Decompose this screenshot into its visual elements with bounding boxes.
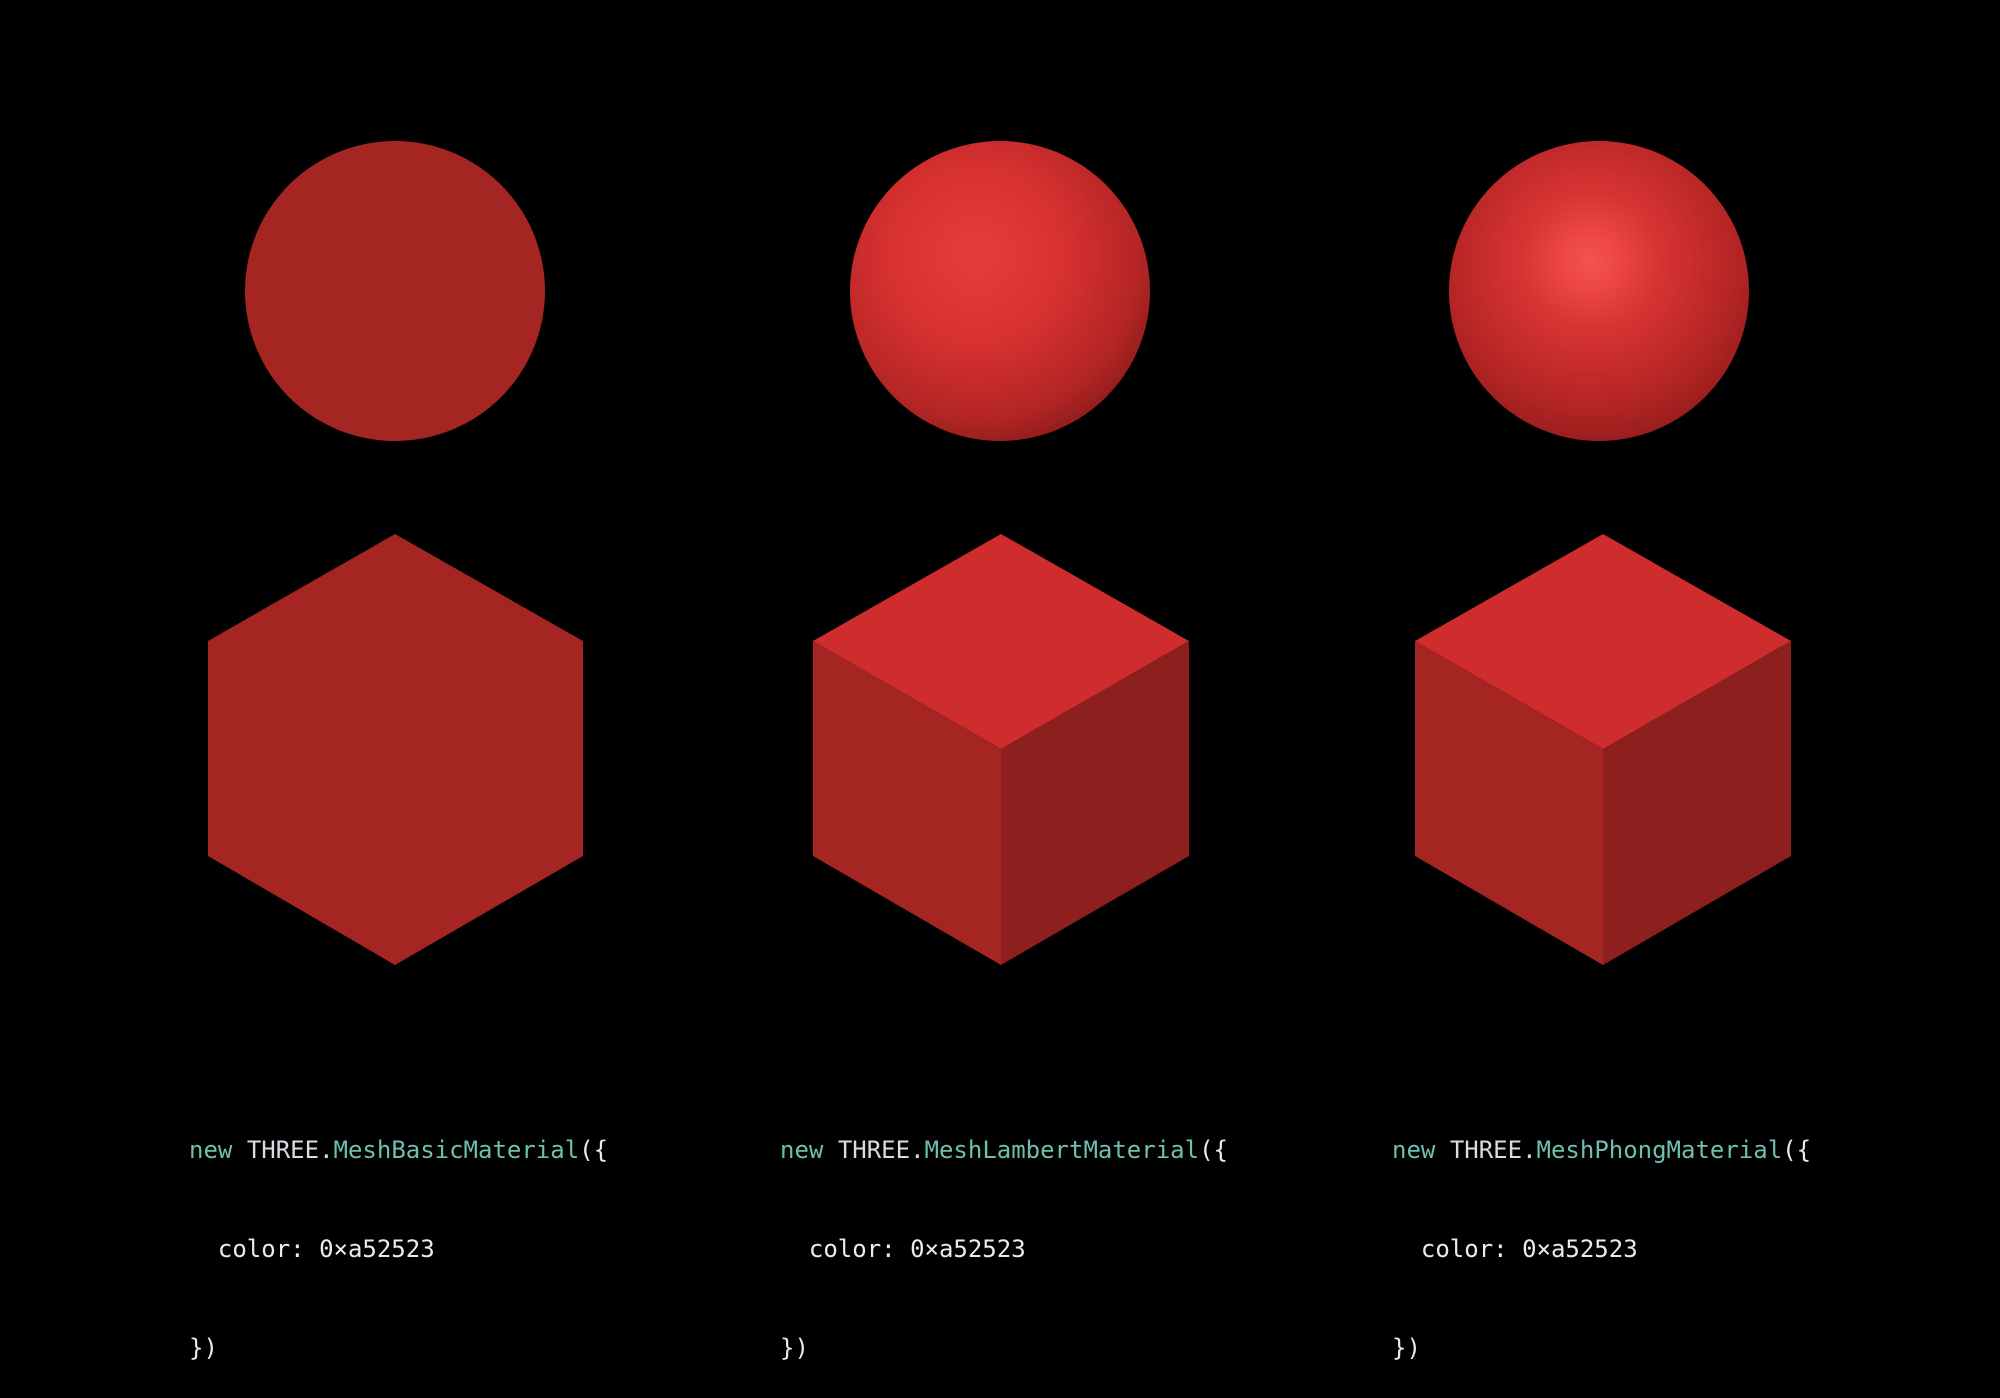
material-class-name: MeshBasicMaterial xyxy=(333,1136,580,1164)
phong-cube-top-face xyxy=(1415,534,1791,749)
code-line-constructor: new THREE.MeshLambertMaterial({ xyxy=(780,1134,1228,1167)
basic-material-code: new THREE.MeshBasicMaterial({ color: 0×a… xyxy=(189,1068,608,1398)
dot: . xyxy=(910,1136,925,1164)
colon: : xyxy=(881,1235,911,1263)
indent xyxy=(189,1235,218,1263)
namespace-three: THREE xyxy=(246,1136,320,1164)
phong-material-example xyxy=(1415,141,1791,965)
property-key: color xyxy=(217,1235,291,1263)
phong-material-code: new THREE.MeshPhongMaterial({ color: 0×a… xyxy=(1392,1068,1811,1398)
namespace-three: THREE xyxy=(1449,1136,1523,1164)
keyword-new: new xyxy=(189,1136,233,1164)
open-brace: ({ xyxy=(1782,1136,1812,1164)
open-brace: ({ xyxy=(1199,1136,1228,1164)
code-line-color: color: 0×a52523 xyxy=(1392,1233,1811,1266)
property-key: color xyxy=(808,1235,882,1263)
property-value: 0×a52523 xyxy=(319,1235,435,1263)
lambert-cube xyxy=(813,534,1189,965)
dot: . xyxy=(1522,1136,1537,1164)
material-class-name: MeshLambertMaterial xyxy=(924,1136,1200,1164)
dot: . xyxy=(319,1136,334,1164)
code-line-constructor: new THREE.MeshBasicMaterial({ xyxy=(189,1134,608,1167)
phong-cube-left-face xyxy=(1415,641,1603,965)
lambert-cube-top-face xyxy=(813,534,1189,749)
keyword-new: new xyxy=(780,1136,824,1164)
code-line-color: color: 0×a52523 xyxy=(189,1233,608,1266)
colon: : xyxy=(290,1235,320,1263)
basic-cube xyxy=(208,534,583,965)
code-line-close: }) xyxy=(1392,1332,1811,1365)
phong-sphere xyxy=(1449,141,1749,441)
lambert-material-code: new THREE.MeshLambertMaterial({ color: 0… xyxy=(780,1068,1228,1398)
lambert-sphere xyxy=(850,141,1150,441)
property-value: 0×a52523 xyxy=(1522,1235,1638,1263)
indent xyxy=(780,1235,809,1263)
keyword-new: new xyxy=(1392,1136,1436,1164)
indent xyxy=(1392,1235,1421,1263)
colon: : xyxy=(1493,1235,1523,1263)
phong-cube-right-face xyxy=(1603,641,1791,965)
namespace-three: THREE xyxy=(837,1136,911,1164)
close-brace: }) xyxy=(1392,1334,1421,1362)
code-line-close: }) xyxy=(189,1332,608,1365)
open-brace: ({ xyxy=(579,1136,609,1164)
code-line-color: color: 0×a52523 xyxy=(780,1233,1228,1266)
close-brace: }) xyxy=(780,1334,809,1362)
lambert-cube-right-face xyxy=(1001,641,1189,965)
code-line-close: }) xyxy=(780,1332,1228,1365)
close-brace: }) xyxy=(189,1334,218,1362)
basic-material-example xyxy=(208,141,583,965)
property-value: 0×a52523 xyxy=(910,1235,1026,1263)
lambert-cube-left-face xyxy=(813,641,1001,965)
property-key: color xyxy=(1420,1235,1494,1263)
code-line-constructor: new THREE.MeshPhongMaterial({ xyxy=(1392,1134,1811,1167)
basic-sphere xyxy=(245,141,545,441)
lambert-material-example xyxy=(813,141,1189,965)
materials-comparison-scene xyxy=(208,141,1791,965)
phong-cube xyxy=(1415,534,1791,965)
material-class-name: MeshPhongMaterial xyxy=(1536,1136,1783,1164)
